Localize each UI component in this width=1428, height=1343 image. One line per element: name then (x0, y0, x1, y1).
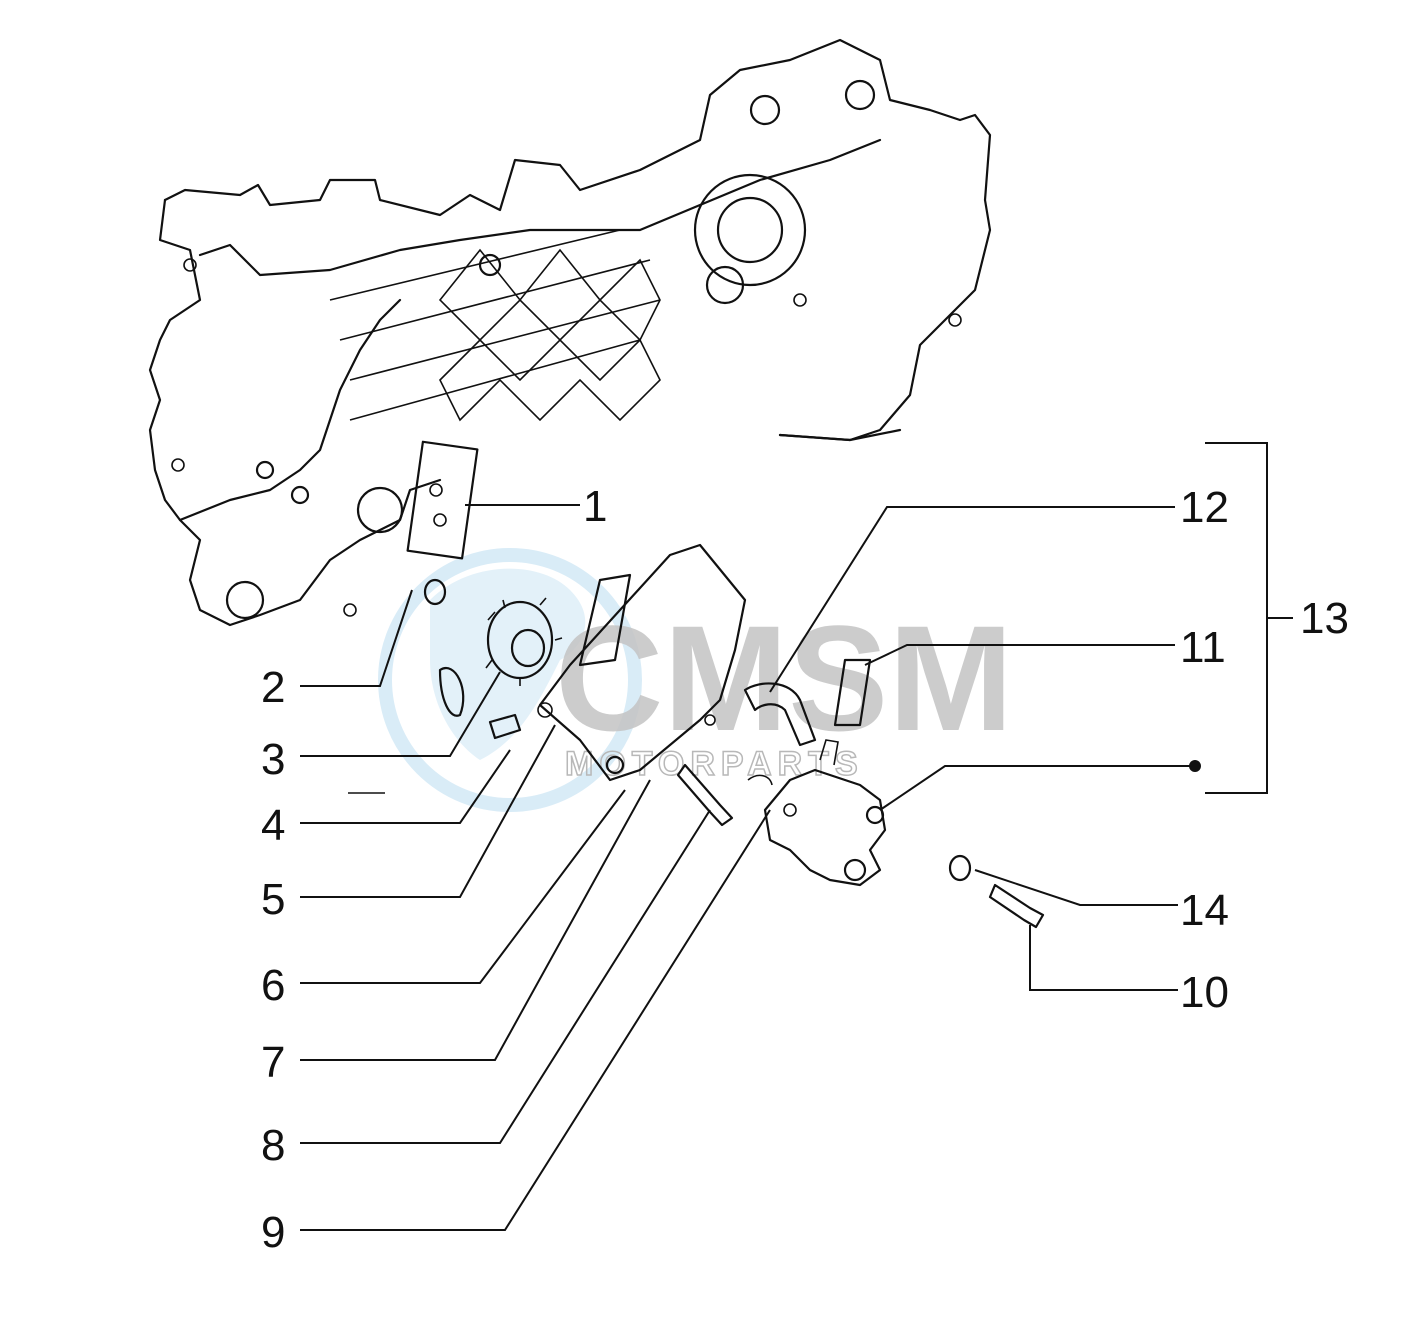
callout-7: 7 (261, 1038, 285, 1087)
callout-12: 12 (1180, 483, 1229, 532)
callout-13: 13 (1300, 594, 1349, 643)
part-circlip (747, 774, 773, 786)
part-bolt-10 (988, 883, 1045, 929)
watermark: CMSM MOTORPARTS (378, 548, 1013, 812)
callout-8: 8 (261, 1121, 285, 1170)
part-drive-gear (485, 597, 563, 686)
callout-3: 3 (261, 735, 285, 784)
callout-labels: 1 2 3 4 5 6 7 8 9 10 11 12 13 14 (261, 482, 1349, 1257)
callout-5: 5 (261, 875, 285, 924)
watermark-brand: CMSM (555, 594, 1013, 762)
leader-dot-13 (1189, 760, 1201, 772)
part-key (488, 713, 522, 740)
leader-lines (300, 442, 1293, 1231)
part-bushing (423, 578, 447, 606)
callout-2: 2 (261, 663, 285, 712)
callout-11: 11 (1180, 623, 1226, 672)
crankcase (148, 38, 992, 627)
part-chain-guide (438, 666, 465, 717)
part-bolt-7 (676, 763, 734, 827)
bracket-13 (1205, 442, 1293, 794)
part-washer (948, 854, 972, 882)
part-pipe (833, 658, 872, 727)
callout-1: 1 (583, 482, 607, 531)
part-chain (578, 573, 632, 667)
callout-6: 6 (261, 961, 285, 1010)
part-hose (743, 682, 817, 747)
callout-10: 10 (1180, 968, 1229, 1017)
part-pump-cover (537, 543, 747, 782)
callout-4: 4 (261, 801, 285, 850)
callout-9: 9 (261, 1208, 285, 1257)
watermark-tagline: MOTORPARTS (565, 745, 864, 783)
part-oil-pump (763, 739, 887, 887)
parts (423, 543, 1045, 929)
callout-14: 14 (1180, 886, 1229, 935)
